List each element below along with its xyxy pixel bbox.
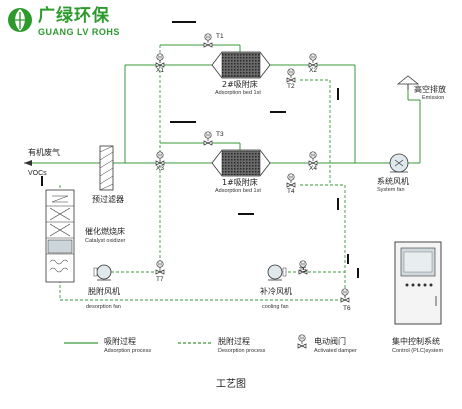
- system-fan-unit: [389, 153, 409, 173]
- catalyst-label-en: Catalyst oxidizer: [85, 238, 126, 244]
- valve-t4-label: T4: [287, 188, 295, 195]
- valve-t7-label: T7: [156, 276, 164, 283]
- valve-x1-icon: [155, 53, 165, 68]
- bed2-label-cn: 2#吸附床: [222, 80, 258, 89]
- desorption-pipes: [59, 45, 346, 301]
- control-cabinet-unit: [394, 241, 442, 325]
- adsorption-bed-2: [211, 51, 271, 79]
- valve-t5-label: T5: [299, 267, 307, 274]
- desorption-fan-label-cn: 脱附风机: [88, 287, 120, 296]
- valve-x1-label: X1: [156, 67, 164, 74]
- legend-control-en: Control (PLC)system: [392, 348, 444, 354]
- prefilter-label: 预过滤器: [92, 195, 124, 204]
- legend-adsorption-cn: 吸附过程: [104, 337, 136, 346]
- valve-x4-label: X4: [309, 165, 317, 172]
- desorption-fan-label-en: desorption fan: [86, 304, 121, 310]
- prefilter-unit: [99, 145, 114, 191]
- valve-t1-label: T1: [216, 33, 224, 40]
- valve-t2-icon: [286, 68, 296, 83]
- valve-t7-icon: [155, 260, 165, 275]
- valve-t4-icon: [286, 173, 296, 188]
- flow-marks: [41, 21, 359, 278]
- valve-t3-label: T3: [216, 131, 224, 138]
- adsorption-pipes: [30, 44, 421, 164]
- system-fan-label-cn: 系统风机: [377, 177, 409, 186]
- valve-t2-label: T2: [287, 83, 295, 90]
- valve-x3-icon: [155, 151, 165, 166]
- cooling-fan-label-en: cooling fan: [262, 304, 289, 310]
- valve-x2-icon: [308, 53, 318, 68]
- legend-control-cn: 集中控制系统: [392, 337, 440, 346]
- valve-t1-icon: [203, 33, 213, 48]
- brand-logo-mark: [8, 8, 32, 32]
- emission-stack: [396, 75, 420, 90]
- valve-t3-icon: [203, 131, 213, 146]
- catalyst-oxidizer-unit: [45, 189, 75, 283]
- valve-x3-label: X3: [156, 165, 164, 172]
- cooling-fan-unit: [267, 264, 287, 281]
- brand-name-en: GUANG LV ROHS: [38, 27, 120, 37]
- bed2-label-en: Adsorption bed 1st: [215, 90, 261, 96]
- legend-valve-icon: [297, 334, 307, 349]
- adsorption-bed-1: [211, 149, 271, 177]
- emission-label-cn: 高空排放: [414, 85, 446, 94]
- legend-desorption-cn: 脱附过程: [218, 337, 250, 346]
- valve-x4-icon: [308, 151, 318, 166]
- valve-t6-icon: [340, 288, 350, 303]
- bed1-label-cn: 1#吸附床: [222, 178, 258, 187]
- system-fan-label-en: System fan: [377, 187, 405, 193]
- valve-t6-label: T6: [343, 305, 351, 312]
- source-label-cn: 有机废气: [28, 148, 60, 157]
- legend-adsorption-en: Adsorption process: [104, 348, 152, 354]
- cooling-fan-label-cn: 补冷风机: [260, 287, 292, 296]
- legend-valve-cn: 电动阀门: [314, 337, 346, 346]
- legend-valve-en: Activated damper: [314, 348, 357, 354]
- legend-desorption-en: Desorption process: [218, 348, 266, 354]
- catalyst-label-cn: 催化燃烧床: [85, 227, 125, 236]
- brand-name-cn: 广绿环保: [38, 6, 110, 26]
- emission-label-en: Emission: [422, 95, 445, 101]
- valve-x2-label: X2: [309, 67, 317, 74]
- source-label-en: VOCs: [28, 170, 47, 177]
- diagram-caption: 工艺图: [216, 379, 246, 390]
- desorption-fan-unit: [93, 264, 112, 281]
- bed1-label-en: Adsorption bed 1st: [215, 188, 261, 194]
